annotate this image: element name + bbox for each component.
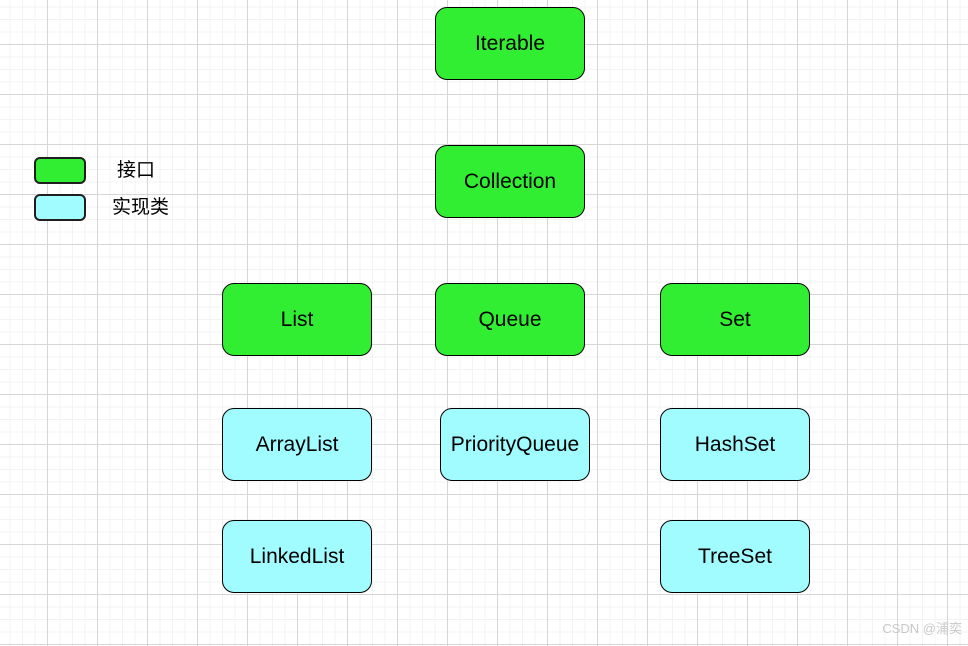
node-label: TreeSet — [698, 544, 772, 568]
legend-label-interface: 接口 — [117, 160, 156, 181]
node-label: Set — [719, 307, 751, 331]
node-label: List — [280, 307, 314, 331]
node-hashset: HashSet — [660, 408, 810, 481]
node-label: Iterable — [474, 31, 546, 55]
node-treeset: TreeSet — [660, 520, 810, 593]
node-label: Queue — [478, 307, 542, 331]
node-collection: Collection — [435, 145, 585, 218]
node-label: LinkedList — [249, 544, 345, 568]
node-label: ArrayList — [255, 432, 339, 456]
node-linkedlist: LinkedList — [222, 520, 372, 593]
node-label: HashSet — [694, 432, 776, 456]
node-label: PriorityQueue — [450, 432, 580, 456]
legend-label-implementation: 实现类 — [112, 197, 170, 218]
node-set: Set — [660, 283, 810, 356]
legend-swatch-interface — [34, 157, 86, 184]
node-iterable: Iterable — [435, 7, 585, 80]
csdn-watermark: CSDN @浦奕 — [882, 621, 962, 636]
node-queue: Queue — [435, 283, 585, 356]
node-label: Collection — [463, 169, 557, 193]
node-priorityqueue: PriorityQueue — [440, 408, 590, 481]
node-list: List — [222, 283, 372, 356]
legend-swatch-implementation — [34, 194, 86, 221]
node-arraylist: ArrayList — [222, 408, 372, 481]
